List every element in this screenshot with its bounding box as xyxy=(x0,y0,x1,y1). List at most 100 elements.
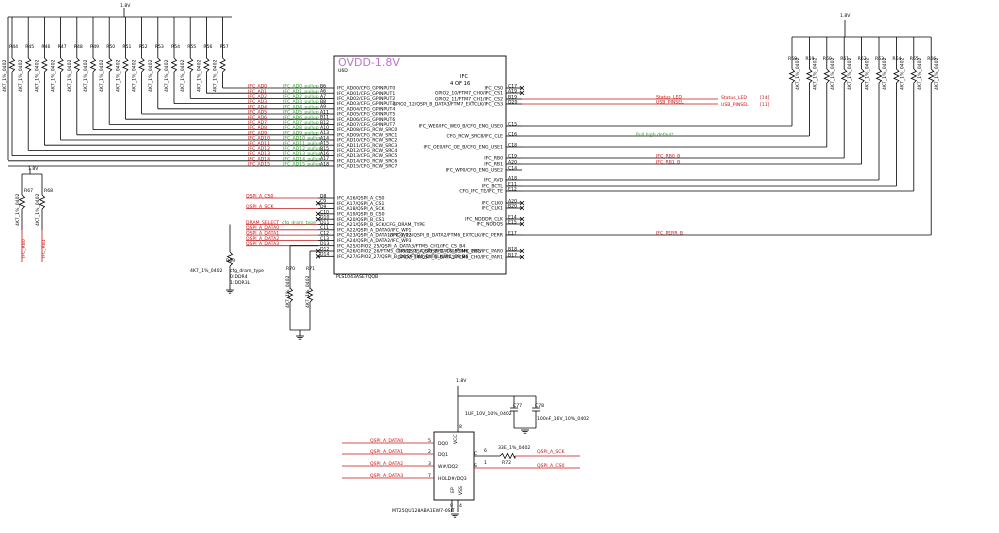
left-pin-net-A18: IFC_AD15 xyxy=(248,162,270,168)
resistor-value-R53: 4K7_1%_0402 xyxy=(148,59,154,92)
right-pin-name-E17: GPIO2_13/QSPI_B_DATA2/FTM6_EXTCLK/IFC_PE… xyxy=(389,233,503,239)
left-pin-note-B8: IFC_AD3_pullup xyxy=(283,99,319,105)
resistor-R58-body xyxy=(788,68,796,84)
resistor-value-R56: 4K7_1%_0402 xyxy=(196,59,202,92)
left-pin-note-A17: IFC_AD14_pullup xyxy=(283,156,322,162)
right-pin-net-C19: IFC_RB0_B xyxy=(656,153,680,159)
right-pin-name-C17: IFC_CS0 xyxy=(484,86,503,92)
left2-nc-C10-nc-mark-b xyxy=(315,211,321,217)
left-pin-net-B15: IFC_AD12 xyxy=(248,146,270,152)
right-pin-number-E12: E12 xyxy=(508,186,517,192)
resistor-value-R45: 4K7_1%_0402 xyxy=(18,59,24,92)
r72-value: 33E_1%_0402 xyxy=(498,445,530,451)
right-pin-name-D20: GPIO2_12/QSPI_B_DATA3/FTM7_EXTCLK/IFC_CS… xyxy=(392,102,503,108)
left-pin-number-B11: B11 xyxy=(320,115,329,121)
resistor-R67-body xyxy=(18,194,26,210)
right-pin-number-C15: C15 xyxy=(508,121,517,127)
left-pin-net-A11: IFC_AD5 xyxy=(248,110,267,116)
flash-sck-net: QSPI_A_SCK xyxy=(537,449,566,455)
resistor-ref-R53: R53 xyxy=(155,44,164,50)
flash-cs0-net: QSPI_A_CS0 xyxy=(537,463,565,469)
left2-pin-net-C13: QSPI_A_DATA2 xyxy=(246,236,279,242)
flash-pin-c: C xyxy=(474,451,477,457)
left-pin-name-A13: IFC_AD09/CFG_RCW_SRC1 xyxy=(337,132,397,138)
left2-pin-net-D9: QSPI_A_SCK xyxy=(246,204,275,210)
left2-pin-number-D13: D13 xyxy=(320,241,329,247)
left2-pin-number-C9: C9 xyxy=(320,199,326,205)
right-pin-name-A20: IFC_RB1 xyxy=(484,162,503,168)
right-pin-name-B18: GPIO2_15/QSPI_B_DATA0/FTM6_CH1/IFC_PAR0 xyxy=(397,249,503,255)
resistor-R56-body xyxy=(202,57,210,73)
left-pin-note-A9: IFC_AD4_pullup xyxy=(283,104,319,110)
resistor-value-R57: 4K7_1%_0402 xyxy=(213,59,219,92)
pulldown-resistor-1-body xyxy=(306,287,314,303)
left-pin-net-B6: IFC_AD0 xyxy=(248,84,267,90)
left-pin-number-B12: B12 xyxy=(320,120,329,126)
flash-pin-c-number: 6 xyxy=(484,448,487,454)
rail-label-top-left: 1.8V xyxy=(120,3,131,9)
resistor-value-R61: 4K7_1%_0402 xyxy=(847,57,853,90)
resistor-value-R51: 4K7_1%_0402 xyxy=(115,59,121,92)
resistor-R52-body xyxy=(138,57,146,73)
left2-pin-name-C11: IFC_A22/QSPI_A_DATA0/IFC_WP1 xyxy=(337,227,412,233)
left-pin-number-A17: A17 xyxy=(320,156,329,162)
right-pin-name-E12: CFG_IFC_TE/IFC_TE xyxy=(459,189,503,195)
left2-pin-number-D11: D11 xyxy=(320,220,329,226)
status-led-net-label: Status_LED xyxy=(721,95,747,101)
resistor-R69-body xyxy=(226,251,234,267)
r69-value: 4K7_1%_0402 xyxy=(190,268,223,274)
flash-pin-vcc: VCC xyxy=(453,434,459,444)
left2-pin-name-D9: IFC_A18/QSPI_A_SCK xyxy=(337,206,386,212)
flash-pin-number-3: 3 xyxy=(428,461,431,467)
right-pin-name-E15: IFC_NDDQS xyxy=(476,222,503,228)
left-pin-note-B6: IFC_AD0_pullup xyxy=(283,84,319,90)
resistor-ref-R64: R64 xyxy=(892,56,901,62)
right-pin-number-B17: B17 xyxy=(508,252,517,258)
resistor-ref-R52: R52 xyxy=(139,44,148,50)
flash-net-7: QSPI_A_DATA3 xyxy=(370,473,403,479)
right-pin-name-B17: GPIO2_14/QSPI_B_DATA1/FTM6_CH0/IFC_PAR1 xyxy=(397,255,503,261)
left-pin-number-A11: A11 xyxy=(320,109,329,115)
r72-ref: R72 xyxy=(502,460,511,466)
left-pin-name-A17: IFC_AD14/CFG_RCW_SRC6 xyxy=(337,158,397,164)
left-pin-net-B12: IFC_AD7 xyxy=(248,120,267,126)
left-pin-number-A10: A10 xyxy=(320,125,329,131)
c78-ref: C78 xyxy=(535,403,544,409)
left2-pin-name-D10: IFC_A20/QSPI_B_CS1 xyxy=(337,217,385,223)
left-pin-name-A16: IFC_AD13/CFG_RCW_SRC5 xyxy=(337,153,397,159)
left-pin-name-A9: IFC_AD04/CFG_GPINPUT4 xyxy=(337,106,395,112)
left2-pin-name-D11: IFC_A21/QSPI_B_SCK/CFG_DRAM_TYPE xyxy=(337,222,425,228)
rail-label-left-small: 1.8V xyxy=(28,166,39,172)
resistor-ref-R45: R45 xyxy=(25,44,34,50)
resistor-R46-body xyxy=(40,57,48,73)
resistor-ref-R44: R44 xyxy=(9,44,18,50)
resistor-R55-body xyxy=(186,57,194,73)
resistor-ref-R48: R48 xyxy=(74,44,83,50)
left-pin-net-A17: IFC_AD14 xyxy=(248,156,270,162)
left-pin-net-A13: IFC_AD9 xyxy=(248,130,267,136)
c78-value: 100nF_16V_10%_0402 xyxy=(537,416,589,422)
left2-pin-name-D14: IFC_A27/GPIO2_27/QSPI_B_DQS/FTM6_EXTCLK/… xyxy=(337,254,468,260)
r70-ref: R70 xyxy=(286,266,295,272)
chip-unit-count: 4 OF 16 xyxy=(450,81,470,87)
right-pin-net-B19: Status_LED xyxy=(656,94,682,100)
resistor-R61-body xyxy=(840,68,848,84)
resistor-ref-R58: R58 xyxy=(788,56,797,62)
right-pin-name-C14: IFC_WP0/CFG_ENG_USE2 xyxy=(446,168,503,174)
resistor-R66-body xyxy=(927,68,935,84)
right-pin-number-A20: A20 xyxy=(508,198,517,204)
left2-pin-name-C9: IFC_A17/QSPI_A_CS1 xyxy=(337,201,385,207)
left-pin-net-A9: IFC_AD4 xyxy=(248,104,267,110)
left-pin-number-A16: A16 xyxy=(320,151,329,157)
right-pin-number-A19: A19 xyxy=(508,88,517,94)
left-pin-name-B6: IFC_AD00/CFG_GPINPUT0 xyxy=(337,86,395,92)
left-pin-net-A10: IFC_AD8 xyxy=(248,125,267,131)
left-pin-number-B15: B15 xyxy=(320,146,329,152)
resistor-ref-R47: R47 xyxy=(58,44,67,50)
right-pin-number-E15: E15 xyxy=(508,219,517,225)
left2-pin-number-C10: C10 xyxy=(320,209,329,215)
left-pin-name-A6: IFC_AD01/CFG_GPINPUT1 xyxy=(337,91,395,97)
right-pin-number-A18: A18 xyxy=(508,175,517,181)
left2-nc-C9-nc-mark-b xyxy=(315,201,321,206)
resistor-value-R50: 4K7_1%_0402 xyxy=(99,59,105,92)
